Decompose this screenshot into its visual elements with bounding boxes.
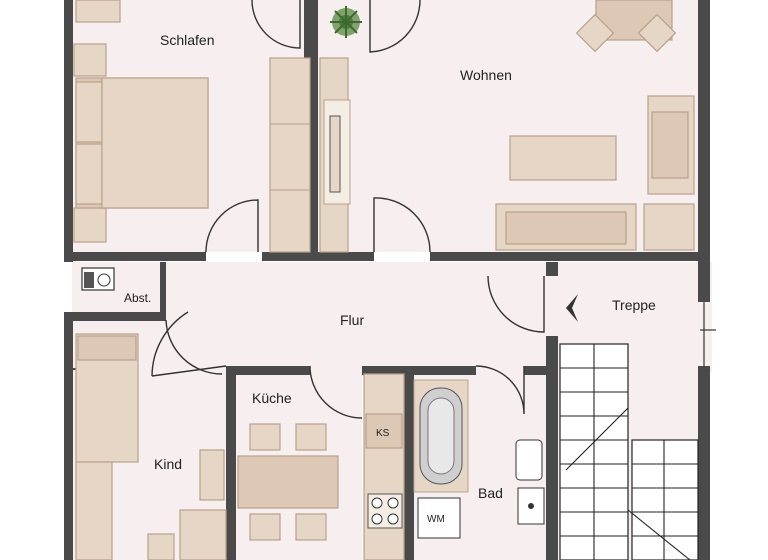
kueche-furniture — [237, 373, 405, 560]
burner-2-icon — [387, 497, 399, 509]
label-kind: Kind — [154, 456, 182, 472]
wohnen-furniture — [319, 0, 695, 253]
arrow-treppe-icon — [566, 294, 578, 322]
wall-west-bottom — [64, 320, 73, 560]
bed-pillow-2 — [75, 143, 103, 205]
tv-screen — [329, 115, 341, 193]
label-abst: Abst. — [124, 291, 151, 305]
wall-abst-bottom — [64, 312, 166, 321]
wall-abst-right — [160, 262, 166, 320]
kueche-chair-1 — [249, 423, 281, 451]
bed-blanket — [101, 77, 209, 209]
stair-walk-line — [565, 407, 691, 560]
kueche-chair-3 — [249, 513, 281, 541]
schlafen-furniture — [73, 0, 311, 253]
boiler-gauge-icon — [97, 273, 111, 287]
door-schlafen — [205, 199, 259, 253]
label-kueche: Küche — [252, 390, 292, 406]
wardrobe — [269, 57, 311, 253]
wall-treppe-stub — [546, 262, 558, 276]
wall-treppe-left — [546, 336, 558, 560]
wall-bad-left — [404, 366, 414, 560]
dining-chair-right — [637, 13, 677, 53]
dining-chair-left — [575, 13, 615, 53]
boiler-unit — [84, 272, 94, 288]
kueche-chair-4 — [295, 513, 327, 541]
label-ks: KS — [376, 428, 390, 439]
burner-1-icon — [371, 497, 383, 509]
armchair — [643, 203, 695, 251]
nightstand-top — [75, 0, 121, 23]
abst-fixtures — [81, 267, 115, 291]
wall-kueche-left — [226, 366, 236, 560]
wall-west-top — [64, 0, 73, 262]
kind-wardrobe — [75, 461, 113, 560]
sofa-bottom-seat — [505, 211, 627, 245]
nightstand-left-bottom — [73, 207, 107, 243]
washing-machine — [417, 497, 461, 539]
wall-flur-top-mid — [262, 252, 374, 261]
stove — [367, 493, 403, 529]
label-treppe: Treppe — [612, 297, 656, 313]
doors — [151, 0, 578, 419]
bad-fixtures — [413, 379, 545, 539]
single-bed-pillow — [77, 335, 137, 361]
kitchen-counter — [363, 373, 405, 560]
kind-furniture — [75, 333, 227, 560]
door-wohnen-top — [369, 0, 421, 53]
label-wohnen: Wohnen — [460, 67, 512, 83]
fridge — [365, 413, 403, 449]
kind-chair — [147, 533, 175, 560]
kind-shelf — [199, 449, 225, 501]
wall-east-bottom — [698, 366, 710, 560]
stair-flight-right — [631, 439, 699, 560]
kueche-chair-2 — [295, 423, 327, 451]
wall-kueche-top-left — [226, 366, 310, 375]
bathtub-inner — [427, 397, 455, 475]
burner-3-icon — [371, 513, 383, 525]
door-wohnen — [373, 197, 431, 253]
wall-east-top — [698, 0, 710, 302]
toilet — [515, 439, 543, 481]
door-bad — [475, 365, 525, 415]
door-kind — [151, 311, 227, 377]
sofa-right-seat — [651, 111, 689, 179]
plant-icon — [330, 6, 362, 38]
label-flur: Flur — [340, 312, 364, 328]
burner-4-icon — [387, 513, 399, 525]
label-wm: WM — [427, 514, 445, 525]
wall-flur-top-right — [430, 252, 710, 261]
sink-drain-icon — [528, 503, 534, 509]
kind-desk — [179, 509, 227, 560]
east-window — [700, 302, 716, 366]
label-bad: Bad — [478, 485, 503, 501]
wall-bad-top-right — [524, 366, 558, 375]
coffee-table — [509, 135, 617, 181]
stairs — [559, 343, 699, 560]
wall-kueche-top-right — [362, 366, 476, 375]
door-treppe — [487, 275, 545, 333]
nightstand-left-top — [73, 43, 107, 77]
wall-flur-top-left — [64, 252, 206, 261]
door-schlafen-top — [251, 0, 301, 49]
label-schlafen: Schlafen — [160, 32, 214, 48]
door-kueche — [309, 365, 363, 419]
kueche-table — [237, 455, 339, 509]
bed-pillow-1 — [75, 81, 103, 143]
